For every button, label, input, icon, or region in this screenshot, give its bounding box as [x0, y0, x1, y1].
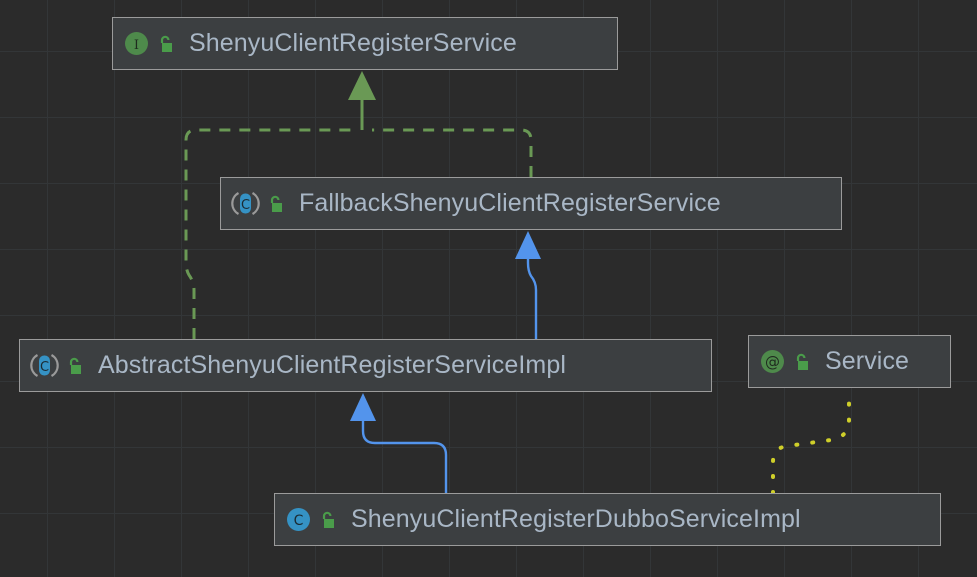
- class-node-label: Service: [825, 347, 910, 375]
- svg-text:@: @: [765, 353, 780, 371]
- unlock-public-icon: [793, 352, 812, 372]
- class-node-label: FallbackShenyuClientRegisterService: [299, 189, 721, 217]
- class-node-shenyu-client-register-service[interactable]: I ShenyuClientRegisterService: [112, 17, 618, 70]
- abstract-class-icon: C: [30, 352, 59, 379]
- edge-abstract-extends-fallback: [515, 231, 541, 339]
- unlock-public-icon: [319, 510, 338, 530]
- edge-dubbo-extends-abstract: [350, 393, 448, 493]
- class-node-service-annotation[interactable]: @ Service: [748, 335, 951, 388]
- abstract-class-icon: C: [231, 190, 260, 217]
- svg-text:C: C: [294, 513, 304, 529]
- edge-fallback-implements-interface: [372, 128, 533, 177]
- interface-icon: I: [123, 30, 150, 57]
- edge-dubbo-annotated-service: [771, 388, 851, 495]
- realization-arrowhead-icon: [348, 71, 376, 100]
- unlock-public-icon: [66, 356, 85, 376]
- svg-text:C: C: [40, 360, 49, 375]
- unlock-public-icon: [267, 194, 286, 214]
- class-node-label: AbstractShenyuClientRegisterServiceImpl: [98, 351, 566, 379]
- class-node-label: ShenyuClientRegisterService: [189, 29, 517, 57]
- annotation-icon: @: [759, 348, 786, 375]
- class-node-abstract-shenyu-client-register-service-impl[interactable]: C AbstractShenyuClientRegisterServiceImp…: [19, 339, 712, 392]
- class-icon: C: [285, 506, 312, 533]
- svg-text:I: I: [134, 38, 139, 53]
- svg-text:C: C: [241, 198, 250, 213]
- class-node-label: ShenyuClientRegisterDubboServiceImpl: [351, 505, 801, 533]
- class-node-shenyu-client-register-dubbo-service-impl[interactable]: C ShenyuClientRegisterDubboServiceImpl: [274, 493, 941, 546]
- unlock-public-icon: [157, 34, 176, 54]
- edge-abstract-implements-interface: [184, 128, 352, 339]
- class-node-fallback-shenyu-client-register-service[interactable]: C FallbackShenyuClientRegisterService: [220, 177, 842, 230]
